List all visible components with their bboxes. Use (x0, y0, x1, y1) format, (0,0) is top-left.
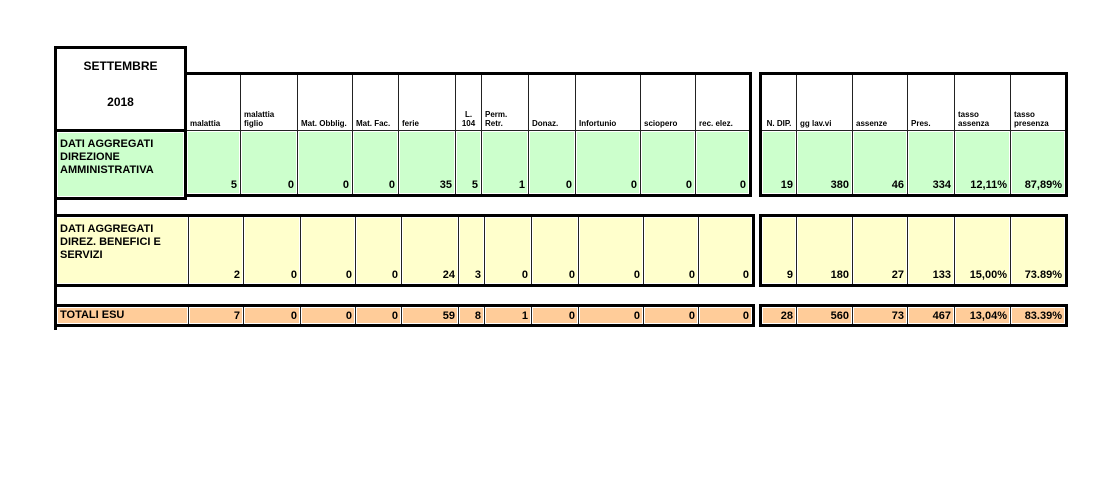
column-header: malattia figlio (240, 73, 298, 131)
value-cell: 73.89% (1010, 215, 1067, 286)
column-header: ferie (398, 73, 456, 131)
column-header: malattia (185, 73, 241, 131)
value-cell: 83.39% (1010, 305, 1067, 326)
column-header: tasso assenza (954, 73, 1011, 131)
value-cell: 5 (185, 130, 241, 196)
value-cell: 3 (458, 215, 485, 286)
value-cell: 0 (243, 305, 301, 326)
value-cell: 0 (643, 215, 699, 286)
value-cell: 19 (760, 130, 797, 196)
row-label: DATI AGGREGATI DIREZ. BENEFICI E SERVIZI (55, 215, 189, 286)
value-cell: 27 (852, 215, 908, 286)
value-cell: 334 (907, 130, 955, 196)
column-header: Mat. Fac. (352, 73, 399, 131)
value-cell: 1 (484, 305, 532, 326)
column-header: L. 104 (455, 73, 482, 131)
table-row: DATI AGGREGATI DIREZ. BENEFICI E SERVIZI… (55, 215, 754, 286)
column-header: gg lav.vi (796, 73, 853, 131)
row-label: DATI AGGREGATI DIREZIONE AMMINISTRATIVA (55, 130, 186, 199)
value-cell: 0 (300, 305, 356, 326)
column-header: N. DIP. (760, 73, 797, 131)
value-cell: 0 (578, 305, 644, 326)
period-title-box: SETTEMBRE 2018 (54, 46, 187, 132)
value-cell: 9 (760, 215, 797, 286)
value-cell: 380 (796, 130, 853, 196)
value-cell: 12,11% (954, 130, 1011, 196)
column-header: Donaz. (528, 73, 576, 131)
value-cell: 0 (643, 305, 699, 326)
value-cell: 35 (398, 130, 456, 196)
value-cell: 0 (640, 130, 696, 196)
row-label: TOTALI ESU (55, 305, 189, 326)
value-cell: 13,04% (954, 305, 1011, 326)
green-row-label-table: DATI AGGREGATI DIREZIONE AMMINISTRATIVA (54, 129, 187, 200)
value-cell: 8 (458, 305, 485, 326)
value-cell: 0 (300, 215, 356, 286)
value-cell: 0 (243, 215, 301, 286)
column-header: rec. elez. (695, 73, 751, 131)
value-cell: 0 (531, 305, 579, 326)
value-cell: 0 (578, 215, 644, 286)
value-cell: 0 (240, 130, 298, 196)
value-cell: 0 (575, 130, 641, 196)
value-cell: 0 (528, 130, 576, 196)
column-header: sciopero (640, 73, 696, 131)
column-header: assenze (852, 73, 908, 131)
value-cell: 0 (355, 305, 402, 326)
column-header: Mat. Obblig. (297, 73, 353, 131)
value-cell: 28 (760, 305, 797, 326)
value-cell: 467 (907, 305, 955, 326)
value-cell: 7 (188, 305, 244, 326)
value-cell: 5 (455, 130, 482, 196)
month-label: SETTEMBRE (83, 59, 158, 73)
yellow-section-left: DATI AGGREGATI DIREZ. BENEFICI E SERVIZI… (54, 214, 755, 287)
value-cell: 2 (188, 215, 244, 286)
value-cell: 560 (796, 305, 853, 326)
value-cell: 73 (852, 305, 908, 326)
value-cell: 59 (401, 305, 459, 326)
column-header: tasso presenza (1010, 73, 1067, 131)
column-header: Pres. (907, 73, 955, 131)
column-header: Perm. Retr. (481, 73, 529, 131)
value-cell: 0 (297, 130, 353, 196)
value-cell: 46 (852, 130, 908, 196)
value-cell: 0 (484, 215, 532, 286)
value-cell: 133 (907, 215, 955, 286)
value-cell: 87,89% (1010, 130, 1067, 196)
value-cell: 15,00% (954, 215, 1011, 286)
value-cell: 0 (698, 305, 754, 326)
value-cell: 180 (796, 215, 853, 286)
column-header: Infortunio (575, 73, 641, 131)
value-cell: 0 (695, 130, 751, 196)
value-cell: 0 (352, 130, 399, 196)
value-cell: 24 (401, 215, 459, 286)
year-label: 2018 (107, 95, 134, 109)
value-cell: 0 (355, 215, 402, 286)
value-cell: 0 (698, 215, 754, 286)
value-cell: 0 (531, 215, 579, 286)
value-cell: 1 (481, 130, 529, 196)
